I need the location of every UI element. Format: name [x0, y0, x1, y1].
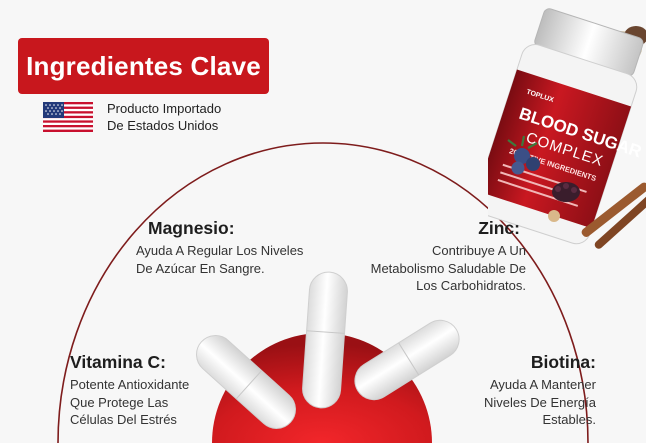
berries-icon [507, 135, 540, 175]
ingredient-name: Magnesio: [148, 218, 235, 238]
ingredient-vitamina-c: Vitamina C: Potente Antioxidante Que Pro… [70, 352, 189, 429]
ingredients-title-badge: Ingredientes Clave [18, 38, 269, 94]
ingredient-name: Zinc: [478, 218, 520, 238]
description-line: Células Del Estrés [70, 412, 177, 427]
capsule-icon [196, 335, 296, 429]
description-line: Los Carbohidratos. [416, 278, 526, 293]
ingredient-description: Contribuye A Un Metabolismo Saludable De… [371, 242, 526, 295]
ingredient-description: Ayuda A Mantener Niveles De Energía Esta… [484, 376, 596, 429]
description-line: Ayuda A Regular Los Niveles [136, 243, 304, 258]
cinnamon-icon [581, 182, 646, 249]
origin-line: Producto Importado [107, 101, 222, 116]
description-line: De Azúcar En Sangre. [136, 260, 265, 276]
ingredient-description: Potente Antioxidante Que Protege Las Cél… [70, 376, 189, 429]
ingredient-description: Ayuda A Regular Los Niveles De Azúcar En… [136, 242, 303, 277]
usa-flag-icon [43, 102, 93, 132]
ingredient-name: Vitamina C: [70, 352, 166, 372]
description-line: Contribuye A Un [432, 243, 526, 258]
description-line: Potente Antioxidante [70, 377, 190, 392]
description-line: Que Protege Las [70, 394, 169, 410]
origin-note: Producto Importado De Estados Unidos [43, 100, 221, 134]
ingredient-magnesio: Magnesio: Ayuda A Regular Los Niveles De… [136, 218, 303, 277]
ingredient-zinc: Zinc: Contribuye A Un Metabolismo Saluda… [371, 218, 526, 295]
product-bottle-image: TOPLUX BLOOD SUGAR COMPLEX 20 ACTIVE ING… [488, 8, 646, 249]
ingredient-name: Biotina: [530, 352, 596, 372]
ingredient-biotina: Biotina: Ayuda A Mantener Niveles De Ene… [484, 352, 596, 429]
mulberry-icon [552, 182, 580, 202]
description-line: Niveles De Energía [484, 394, 596, 410]
outline-arc [57, 142, 589, 443]
origin-line: De Estados Unidos [107, 118, 219, 133]
description-line: Metabolismo Saludable De [370, 260, 526, 276]
capsule-icon [302, 271, 348, 409]
origin-text: Producto Importado De Estados Unidos [107, 100, 221, 134]
description-line: Ayuda A Mantener [489, 377, 596, 392]
description-line: Estables. [542, 412, 596, 427]
capsule-icon [354, 319, 460, 401]
